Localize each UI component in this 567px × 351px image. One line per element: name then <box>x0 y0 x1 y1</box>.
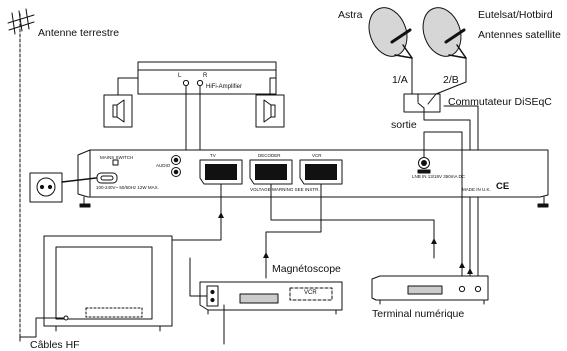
rf-cables-label: Câbles HF <box>30 339 80 351</box>
lnb-label: LNB IN 13/18V 350mA DC <box>412 174 466 179</box>
terminal-label: Terminal numérique <box>372 308 465 320</box>
ce-mark-label: CE <box>496 181 510 192</box>
hifi-amplifier-label: HiFi-Amplifier <box>206 84 242 90</box>
astra-dish-icon <box>368 7 413 59</box>
tv-scart-label: TV <box>210 153 216 158</box>
wall-socket-icon <box>29 172 63 203</box>
eutelsat-label: Eutelsat/Hotbird <box>478 9 553 21</box>
hifi-left-label: L <box>178 73 182 79</box>
antenna-terrestrial-label: Antenne terrestre <box>38 27 120 39</box>
vcr-scart-label: VCR <box>312 153 322 158</box>
vcr-device-label: Magnétoscope <box>272 263 341 275</box>
right-speaker-icon <box>255 94 285 128</box>
made-in-label: MADE IN U.K. <box>462 187 491 192</box>
port-b-label: 2/B <box>443 74 459 86</box>
left-speaker-icon <box>103 94 133 128</box>
scart-note-label: VOLTAGE WARNING SEE INSTR. <box>250 187 320 192</box>
port-a-label: 1/A <box>392 74 408 86</box>
television <box>43 235 173 332</box>
mains-rating-label: 100-240V~ 50/60Hz 12W MAX. <box>96 185 159 190</box>
vcr <box>199 281 343 315</box>
mains-switch-label: MAINS SWITCH <box>100 155 134 160</box>
digital-terminal <box>371 275 489 305</box>
sortie-label: sortie <box>391 119 417 131</box>
astra-label: Astra <box>338 9 363 21</box>
satellite-receiver <box>77 149 549 208</box>
terrestrial-antenna-icon <box>7 8 35 342</box>
satellite-antennas-label: Antennes satellite <box>478 29 561 41</box>
vcr-text-label: VCR <box>304 290 317 296</box>
audio-label: AUDIO <box>156 163 171 168</box>
decoder-scart-label: DECODER <box>258 153 281 158</box>
diseqc-switch-label: Commutateur DiSEqC <box>448 96 552 108</box>
hifi-right-label: R <box>203 73 208 79</box>
diseqc-switch <box>403 93 441 113</box>
eutelsat-dish-icon <box>422 7 467 59</box>
